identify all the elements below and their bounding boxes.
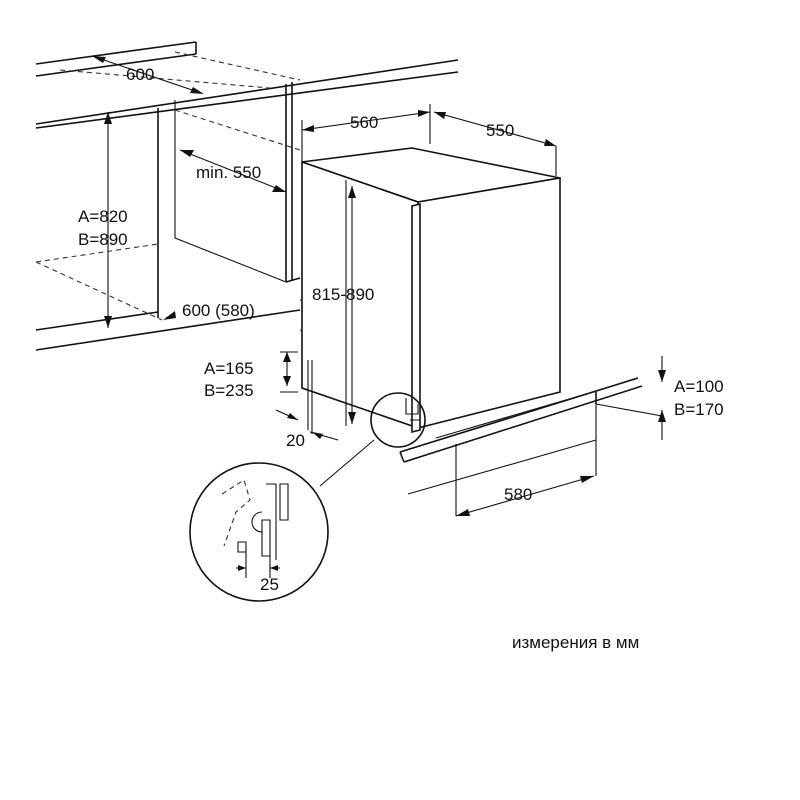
kick-height-b-label: B=170 <box>674 400 724 419</box>
plinth-setback-label: 20 <box>286 431 305 450</box>
kick-height-a-label: A=100 <box>674 377 724 396</box>
plinth-height-a-label: A=165 <box>204 359 254 378</box>
kitchen-niche <box>35 41 459 351</box>
niche-min-depth-label: min. 550 <box>196 163 261 182</box>
niche-dimension-lines <box>92 56 287 328</box>
dishwasher-unit <box>301 147 561 434</box>
units-caption: измерения в мм <box>512 633 639 652</box>
niche-depth-bottom-label: 600 (580) <box>182 301 255 320</box>
unit-dimension-lines <box>275 104 557 441</box>
plinth <box>399 356 666 517</box>
niche-height-a-label: A=820 <box>78 207 128 226</box>
unit-width-label: 560 <box>350 113 378 132</box>
plinth-height-b-label: B=235 <box>204 381 254 400</box>
niche-depth-top-label: 600 <box>126 65 154 84</box>
unit-height-label: 815-890 <box>312 285 374 304</box>
detail-callout <box>189 392 426 602</box>
niche-height-b-label: B=890 <box>78 230 128 249</box>
unit-depth-label: 550 <box>486 121 514 140</box>
detail-gap-label: 25 <box>260 575 279 594</box>
plinth-length-label: 580 <box>504 485 532 504</box>
dimension-labels: 600 min. 550 A=820 B=890 600 (580) 560 5… <box>78 65 724 594</box>
